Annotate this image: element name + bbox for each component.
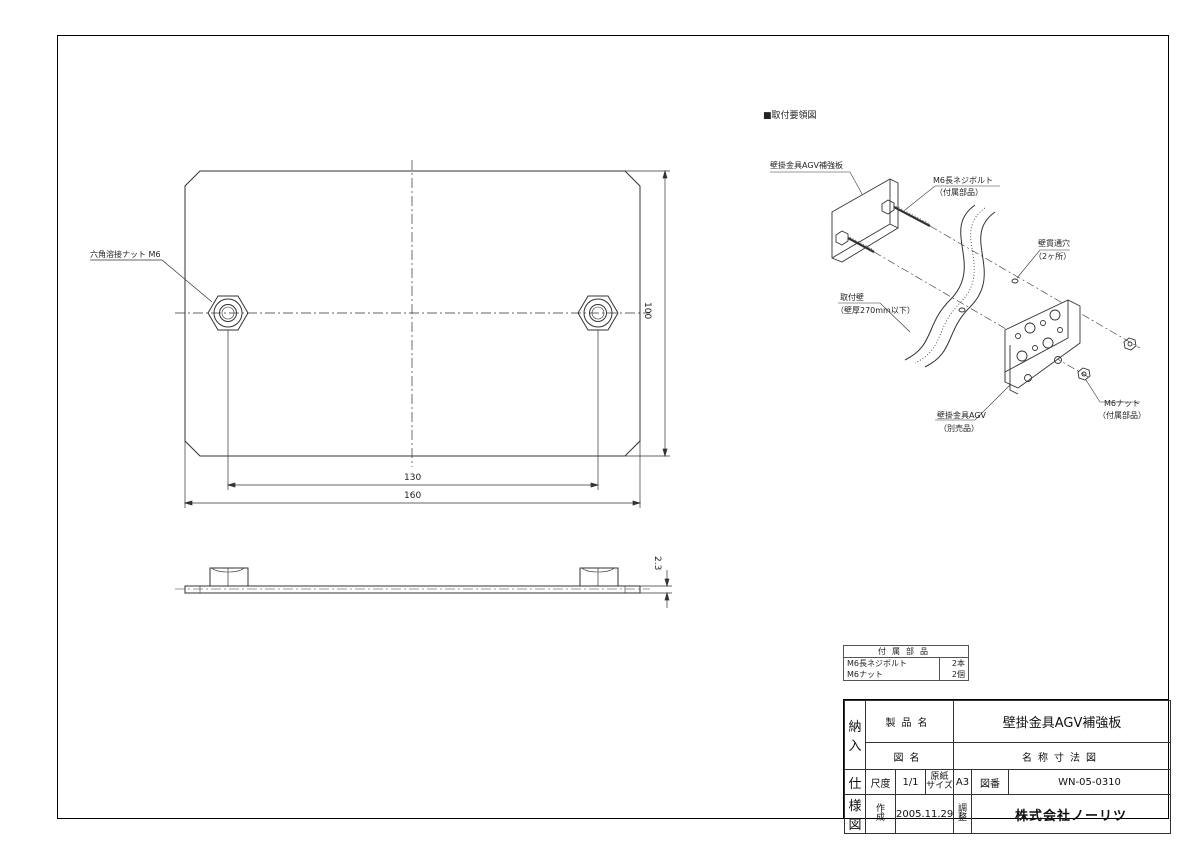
spec-label-col: 納 入 [844, 700, 866, 770]
bolt-note-label: （付属部品） [935, 188, 983, 197]
part-qty: 2個 [939, 669, 969, 681]
checked-label-line-2: 整 [958, 813, 968, 823]
hole-note-label: （2ヶ所） [1034, 252, 1072, 261]
paper-size-label: 原紙 サイズ [924, 769, 955, 795]
part-name: M6ナット [842, 669, 941, 681]
width-dimension [183, 441, 642, 508]
paper-label-line-2: サイズ [926, 781, 953, 791]
pitch-dimension-label: 130 [404, 473, 422, 483]
drawing-number: WN-05-0310 [1008, 769, 1172, 795]
assembly-view [770, 171, 1141, 421]
nut-leader [1085, 379, 1140, 403]
wall-name-label: 取付壁 [840, 293, 864, 302]
created-label-line-1: 作 [875, 804, 885, 814]
assembly-nut-lower [1077, 367, 1091, 381]
drawing-number-label: 図番 [971, 769, 1010, 795]
thickness-dimension [640, 570, 672, 608]
pitch-dimension [226, 330, 600, 490]
parts-table-header-row: 付属部品 [843, 645, 969, 658]
width-dimension-label: 160 [404, 491, 422, 501]
wall-note-label: （壁厚270mm以下） [836, 306, 915, 315]
checked-label: 調 整 [953, 794, 973, 834]
nut-name-label: M6ナット [1104, 399, 1140, 408]
hole-leader [1016, 249, 1070, 279]
plate-name-label: 壁掛金具AGV補強板 [770, 161, 844, 170]
created-label-line-2: 成 [875, 813, 885, 823]
bracket-leader [935, 384, 1011, 421]
side-view [175, 567, 672, 608]
bracket-name-label: 壁掛金具AGV [937, 411, 987, 420]
assembly-nut-upper [1123, 337, 1137, 351]
paper-size-value: A3 [953, 769, 973, 795]
accessory-parts-table: 付属部品 M6長ネジボルト 2本 M6ナット 2個 [842, 645, 969, 681]
drawing-name-label: 図名 [864, 742, 955, 770]
weld-nut-leader [90, 259, 213, 303]
wall-hole-lower [958, 307, 966, 313]
weld-nut-label: 六角溶接ナット M6 [90, 250, 161, 259]
bolt-name-label: M6長ネジボルト [933, 176, 993, 185]
created-label: 作 成 [865, 794, 896, 834]
created-date: 2005.11.29 [894, 794, 955, 834]
spec-char-3: 仕 [844, 769, 866, 795]
thickness-dimension-label: 2.3 [652, 556, 662, 571]
bracket-note-label: （別売品） [939, 424, 979, 433]
wall-leader [838, 302, 911, 333]
parts-table-header: 付属部品 [843, 645, 969, 658]
hole-name-label: 壁貫通穴 [1038, 239, 1070, 248]
plate-side-profile [184, 585, 641, 594]
spec-char-4-5: 様 図 [844, 794, 866, 834]
product-name-label: 製品名 [864, 700, 955, 743]
scale-value: 1/1 [895, 769, 926, 795]
height-dimension-label: 100 [642, 302, 652, 320]
bolt-leader [904, 185, 1000, 211]
plan-view [90, 160, 670, 508]
spec-char-5: 図 [848, 818, 862, 833]
company-name: 株式会社ノーリツ [971, 794, 1172, 834]
reinforcement-plate-outline [184, 170, 641, 457]
checked-label-line-1: 調 [958, 804, 968, 814]
weld-nut-right [577, 295, 619, 331]
section-title: ■取付要領図 [763, 111, 817, 121]
part-name: M6長ネジボルト [842, 657, 941, 669]
assembly-plate [831, 178, 899, 263]
assembly-bracket [1004, 299, 1081, 395]
table-row: M6長ネジボルト 2本 [842, 657, 969, 669]
drawing-name: 名称寸法図 [953, 742, 1172, 770]
nut-note-label: （付属部品） [1098, 411, 1146, 420]
product-name: 壁掛金具AGV補強板 [953, 700, 1172, 743]
weld-nut-left [207, 295, 249, 331]
assembly-bolt-upper [881, 199, 931, 227]
scale-label: 尺度 [865, 769, 896, 795]
plate-leader [770, 171, 863, 195]
title-block: 納 入 製品名 壁掛金具AGV補強板 図名 名称寸法図 仕 尺度 1/1 原紙 … [843, 699, 1172, 834]
assembly-wall [904, 204, 996, 368]
assembly-bolt-lower [835, 230, 875, 253]
spec-char-4: 様 [848, 799, 862, 814]
wall-hole-upper [1011, 278, 1019, 284]
drawing-frame [57, 35, 1169, 819]
part-qty: 2本 [939, 657, 969, 669]
height-dimension [625, 169, 670, 458]
table-row: M6ナット 2個 [842, 669, 969, 681]
weld-nut-right-side [579, 567, 619, 587]
paper-label-line-1: 原紙 [930, 772, 949, 782]
spec-char-1: 納 [848, 720, 862, 735]
weld-nut-left-side [209, 567, 249, 587]
spec-char-2: 入 [848, 739, 862, 754]
